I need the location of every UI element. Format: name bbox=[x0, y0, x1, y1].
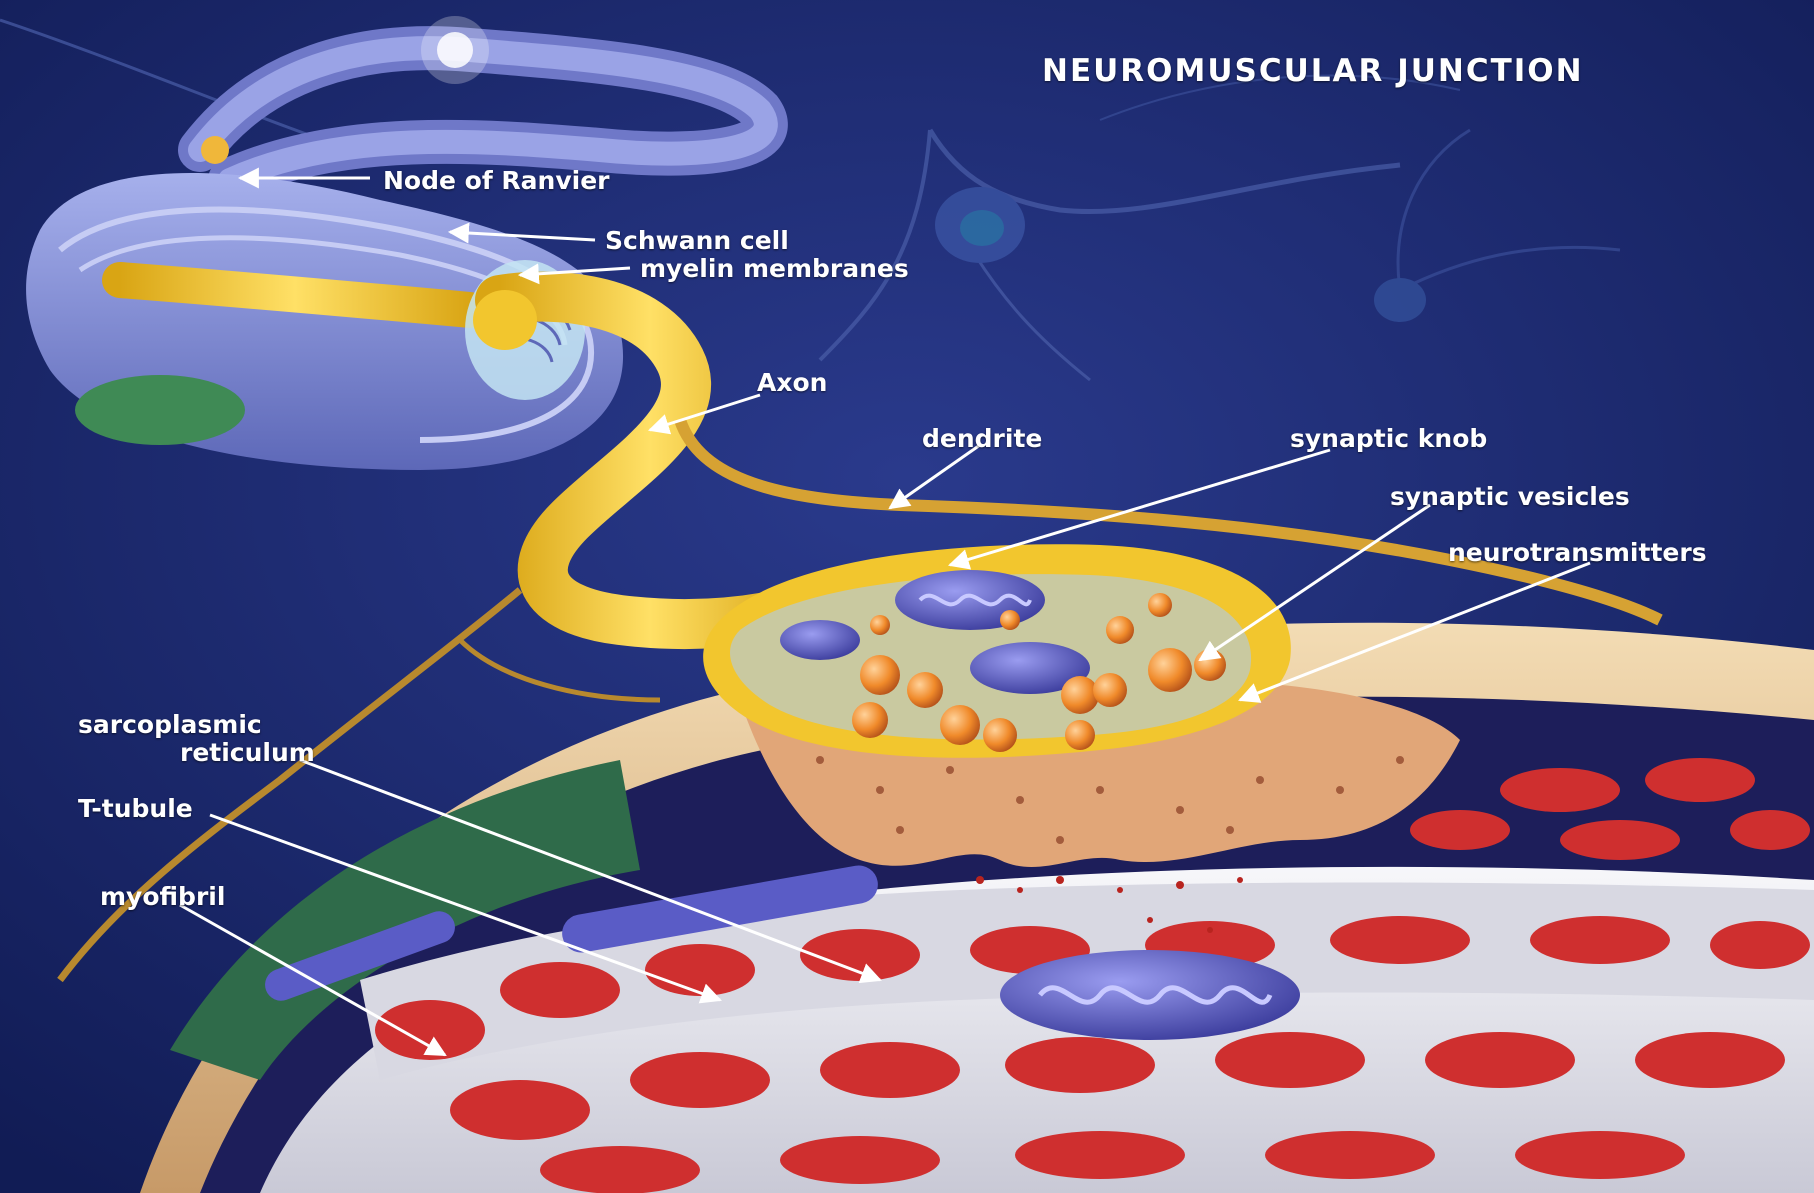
label-node-of-ranvier: Node of Ranvier bbox=[383, 168, 609, 193]
label-sarcoplasmic: sarcoplasmic bbox=[78, 712, 262, 737]
schwann-nucleus bbox=[75, 375, 245, 445]
label-synaptic-knob: synaptic knob bbox=[1290, 426, 1487, 451]
diagram-title: NEUROMUSCULAR JUNCTION bbox=[1042, 56, 1584, 87]
label-schwann-cell: Schwann cell bbox=[605, 228, 789, 253]
label-reticulum: reticulum bbox=[180, 740, 315, 765]
label-neurotransmitters: neurotransmitters bbox=[1448, 540, 1707, 565]
label-synaptic-vesicles: synaptic vesicles bbox=[1390, 484, 1630, 509]
label-t-tubule: T-tubule bbox=[78, 796, 193, 821]
node-of-ranvier-dot bbox=[201, 136, 229, 164]
label-myelin-membranes: myelin membranes bbox=[640, 256, 909, 281]
label-dendrite: dendrite bbox=[922, 426, 1042, 451]
label-myofibril: myofibril bbox=[100, 884, 225, 909]
muscle-mitochondrion bbox=[1000, 950, 1300, 1040]
label-axon: Axon bbox=[757, 370, 827, 395]
